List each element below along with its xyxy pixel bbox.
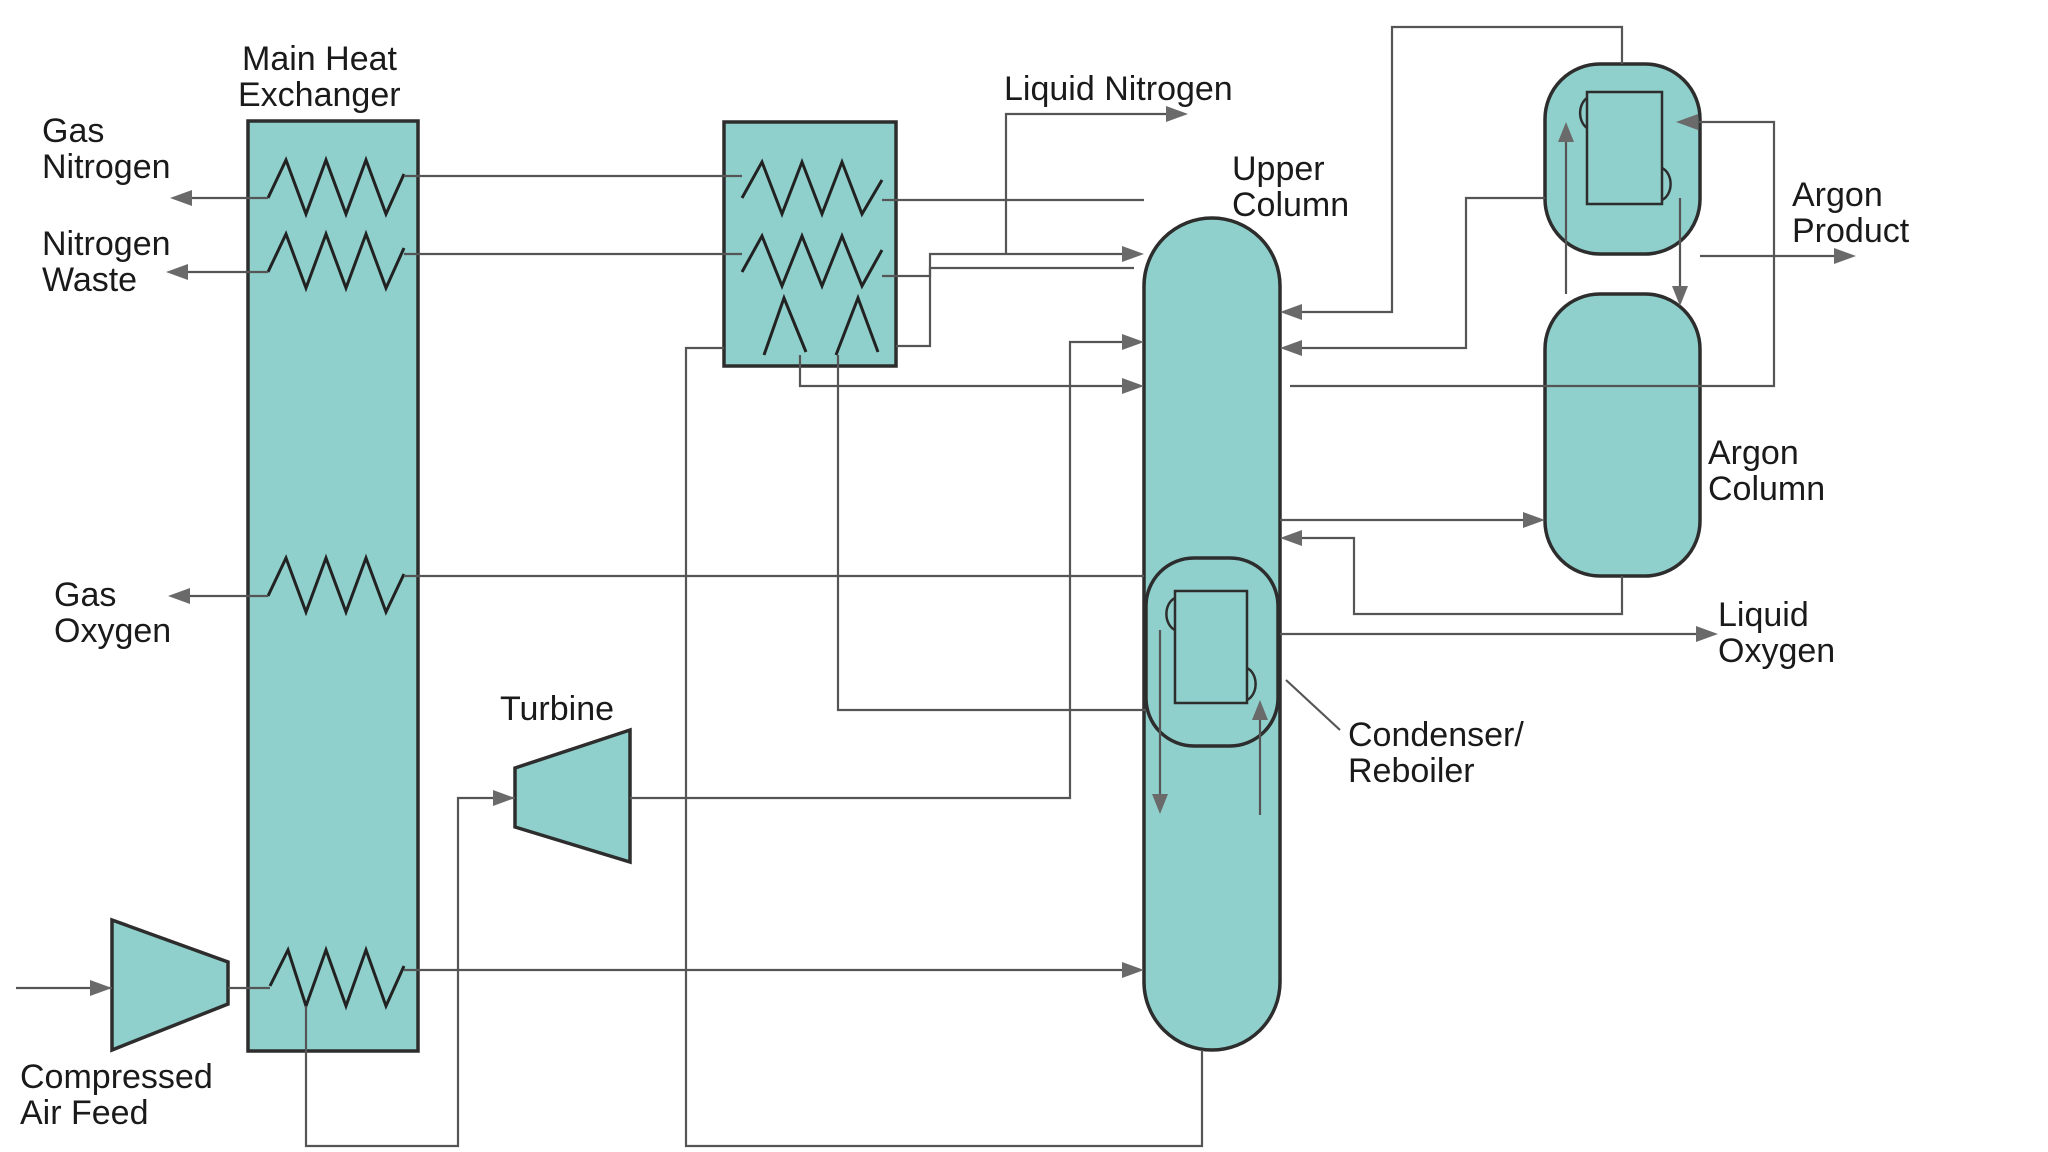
arrow-column-air-feed: [1122, 962, 1144, 978]
arrow-liquid-oxygen: [1696, 626, 1718, 642]
argon-condenser-coil: [1578, 90, 1672, 206]
main-exchanger-coils: [266, 155, 406, 1011]
arrow-argon-return-1: [1280, 304, 1302, 320]
arrow-gas-oxygen: [168, 588, 190, 604]
condenser-reboiler: [1144, 556, 1280, 748]
arrow-argon-up: [1558, 122, 1574, 142]
air-compressor: [110, 917, 230, 1053]
label-gas-nitrogen: Gas Nitrogen: [42, 112, 171, 186]
arrow-argon-product: [1834, 248, 1856, 264]
main-heat-exchanger: [246, 119, 420, 1053]
arrow-reboiler-up: [1252, 700, 1268, 720]
label-argon-product: Argon Product: [1792, 176, 1910, 250]
arrow-column-feed-3: [1122, 378, 1144, 394]
label-gas-oxygen: Gas Oxygen: [54, 576, 171, 650]
arrow-argon-condenser-in: [1676, 114, 1698, 130]
pipe-network: [16, 25, 1840, 1148]
flow-arrows: [90, 106, 1856, 996]
turbine: [513, 727, 632, 865]
label-nitrogen-waste: Nitrogen Waste: [42, 225, 180, 299]
subcooler-coils: [740, 157, 884, 356]
argon-column: [1543, 292, 1702, 578]
label-condenser-reboiler: Condenser/ Reboiler: [1348, 716, 1533, 790]
arrow-argon-return-2: [1280, 340, 1302, 356]
upper-column: [1142, 216, 1282, 1052]
arrow-column-feed-2: [1122, 334, 1144, 350]
condenser-reboiler-coil: [1165, 589, 1257, 705]
arrow-gas-nitrogen: [170, 190, 192, 206]
arrow-argon-return-3: [1280, 530, 1302, 546]
arrow-air-feed: [90, 980, 112, 996]
arrow-liquid-nitrogen: [1166, 106, 1188, 122]
label-turbine: Turbine: [500, 690, 614, 728]
label-upper-column: Upper Column: [1232, 150, 1349, 224]
label-liquid-oxygen: Liquid Oxygen: [1718, 596, 1835, 670]
arrow-argon-down: [1672, 286, 1688, 306]
label-main-heat-exchanger: Main Heat Exchanger: [238, 40, 406, 114]
label-compressed-air-feed: Compressed Air Feed: [20, 1058, 222, 1132]
arrow-turbine-inlet: [493, 790, 515, 806]
arrow-nitrogen-waste: [166, 264, 188, 280]
label-liquid-nitrogen: Liquid Nitrogen: [1004, 70, 1233, 108]
arrow-column-feed-1: [1122, 246, 1144, 262]
arrow-to-argon-column: [1523, 512, 1545, 528]
label-argon-column: Argon Column: [1708, 434, 1825, 508]
arrow-reboiler-down: [1152, 794, 1168, 814]
